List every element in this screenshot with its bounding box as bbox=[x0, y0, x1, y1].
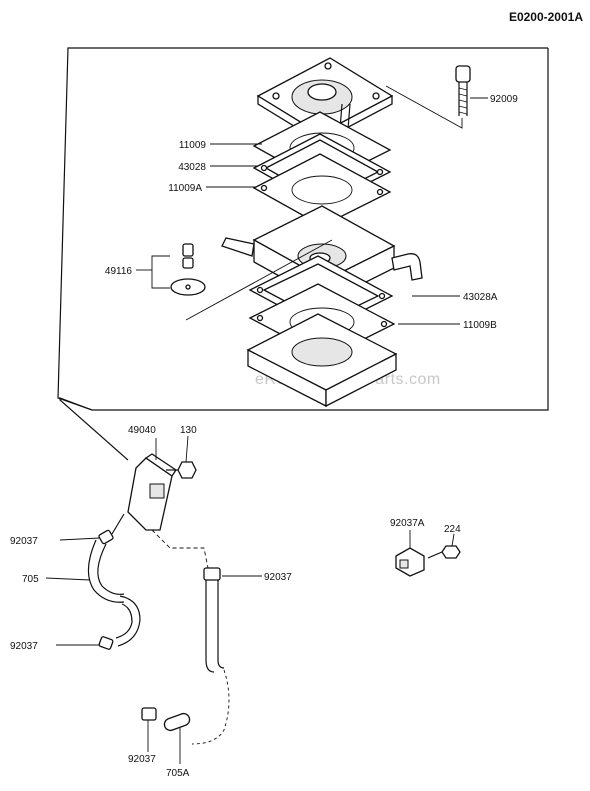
label-92037-a: 92037 bbox=[10, 536, 38, 547]
fuel-hose-705[interactable] bbox=[87, 539, 141, 647]
label-49116: 49116 bbox=[105, 266, 133, 277]
screw-92009[interactable] bbox=[455, 65, 471, 116]
label-43028: 43028 bbox=[178, 162, 206, 173]
label-705A: 705A bbox=[166, 768, 190, 779]
leader-130 bbox=[185, 435, 189, 463]
diagram-id: E0200-2001A bbox=[509, 10, 583, 24]
pump-bracket-49040[interactable] bbox=[111, 453, 177, 535]
valve-49116[interactable] bbox=[170, 243, 206, 296]
label-92037-d: 92037 bbox=[128, 754, 156, 765]
label-11009A: 11009A bbox=[168, 183, 202, 194]
label-130: 130 bbox=[180, 425, 197, 436]
bolt-130[interactable] bbox=[166, 461, 197, 479]
leader-705 bbox=[45, 577, 91, 581]
clamp-92037-right[interactable] bbox=[203, 567, 221, 581]
leader-92037-a bbox=[59, 537, 101, 541]
label-43028A: 43028A bbox=[463, 292, 498, 303]
label-92037A: 92037A bbox=[390, 518, 425, 529]
clamp-92037-upper[interactable] bbox=[98, 529, 114, 545]
label-92037-b: 92037 bbox=[10, 641, 38, 652]
fuel-hose-right[interactable] bbox=[191, 580, 230, 745]
label-92009: 92009 bbox=[490, 94, 518, 105]
label-11009: 11009 bbox=[179, 140, 207, 151]
label-11009B: 11009B bbox=[463, 320, 497, 331]
clamp-92037-lower[interactable] bbox=[98, 636, 114, 650]
leader-224 bbox=[451, 533, 455, 547]
screw-leader bbox=[385, 85, 463, 129]
assembly-leader bbox=[59, 397, 129, 461]
label-705: 705 bbox=[22, 574, 39, 585]
fuel-hose-705A[interactable] bbox=[163, 712, 192, 732]
clamp-92037-bottom[interactable] bbox=[141, 707, 157, 721]
diaphragm-11009A[interactable] bbox=[252, 153, 392, 227]
label-224: 224 bbox=[444, 524, 461, 535]
screw-224[interactable] bbox=[427, 545, 461, 559]
label-92037-c: 92037 bbox=[264, 572, 292, 583]
clamp-92037A[interactable] bbox=[395, 547, 425, 577]
pump-base[interactable] bbox=[246, 313, 398, 408]
bracket-49116 bbox=[151, 255, 170, 289]
valve-leader bbox=[185, 239, 333, 321]
label-49040: 49040 bbox=[128, 425, 156, 436]
hose-route-dashed bbox=[151, 529, 209, 569]
